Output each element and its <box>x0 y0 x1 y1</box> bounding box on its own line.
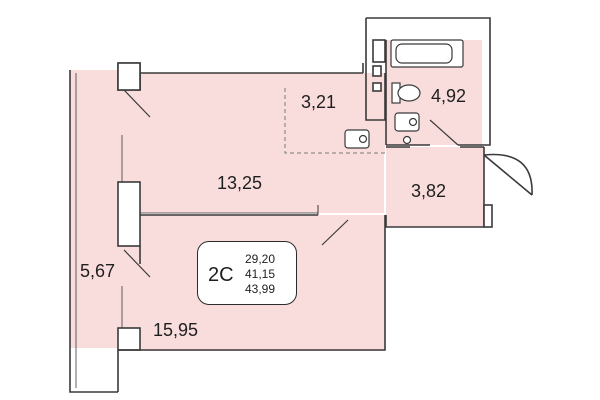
hallway-floor <box>386 147 484 227</box>
kitchen-niche-outline <box>284 88 385 154</box>
unit-areas: 29,20 41,15 43,99 <box>245 252 275 297</box>
bedroom-area: 15,95 <box>153 320 199 340</box>
kitchen-niche-area: 3,21 <box>301 92 337 112</box>
kitchen-sink <box>344 129 370 149</box>
left-pillar-middle <box>117 181 141 247</box>
balcony-floor <box>70 70 118 348</box>
living-area-value: 29,20 <box>245 252 276 266</box>
drain <box>402 135 412 145</box>
door-balcony <box>123 249 151 278</box>
entrance-door <box>483 153 533 196</box>
door-living <box>123 89 151 118</box>
top-wall <box>118 62 363 74</box>
top-left-pillar <box>117 62 141 91</box>
bathroom-walls <box>366 17 491 146</box>
total-area-value: 41,15 <box>245 267 276 281</box>
walls <box>69 17 533 393</box>
hallway-walls <box>385 147 485 228</box>
kitchen-niche-floor <box>285 73 385 153</box>
total-with-balcony-value: 43,99 <box>245 282 276 296</box>
sink <box>394 112 420 132</box>
unit-badge: 2С 29,20 41,15 43,99 <box>197 241 297 305</box>
door-bathroom <box>429 119 459 146</box>
bathroom-area: 4,92 <box>431 86 467 106</box>
toilet-bowl <box>397 84 421 102</box>
door-lines <box>123 89 459 278</box>
balcony-area: 5,67 <box>80 261 116 281</box>
left-pillar-bottom <box>117 327 141 351</box>
hallway-area: 3,82 <box>411 181 447 201</box>
living-room-area: 13,25 <box>217 173 263 193</box>
balcony-outer-wall <box>69 70 118 393</box>
bathtub-inner <box>395 43 453 64</box>
fixtures <box>344 39 464 149</box>
door-bedroom <box>321 219 349 246</box>
unit-type: 2С <box>208 264 234 286</box>
bottom-wall <box>118 215 386 351</box>
